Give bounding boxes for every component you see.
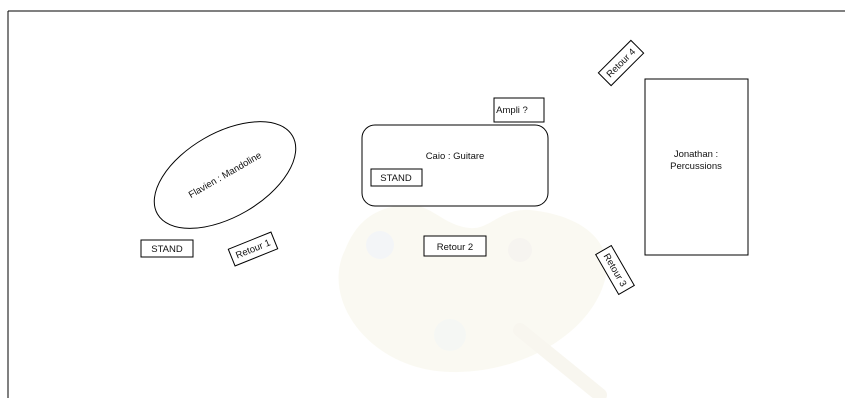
retour-1-box[interactable]: Retour 1 [227, 231, 279, 267]
palette-icon [338, 204, 607, 398]
stand-caio-box[interactable]: STAND [370, 168, 423, 187]
jonathan-label-line-1: Jonathan : [674, 149, 718, 160]
ampli-box[interactable]: Ampli ? [493, 97, 545, 123]
jonathan-label-line-2: Percussions [670, 161, 722, 172]
stand-caio-label: STAND [380, 173, 412, 184]
retour-2-box[interactable]: Retour 2 [423, 235, 487, 257]
stand-flavien-label: STAND [151, 244, 183, 255]
retour-4-box[interactable]: Retour 4 [597, 39, 645, 87]
ampli-label: Ampli ? [496, 105, 528, 116]
jonathan-percussions-box[interactable]: Jonathan : Percussions [644, 78, 749, 256]
caio-guitare-box[interactable]: Caio : Guitare [361, 124, 549, 207]
retour-2-label: Retour 2 [437, 242, 473, 253]
stand-flavien-box[interactable]: STAND [140, 239, 194, 258]
caio-guitare-label: Caio : Guitare [426, 151, 485, 162]
flavien-mandoline-ellipse[interactable]: Flavien : Mandoline [136, 100, 313, 251]
